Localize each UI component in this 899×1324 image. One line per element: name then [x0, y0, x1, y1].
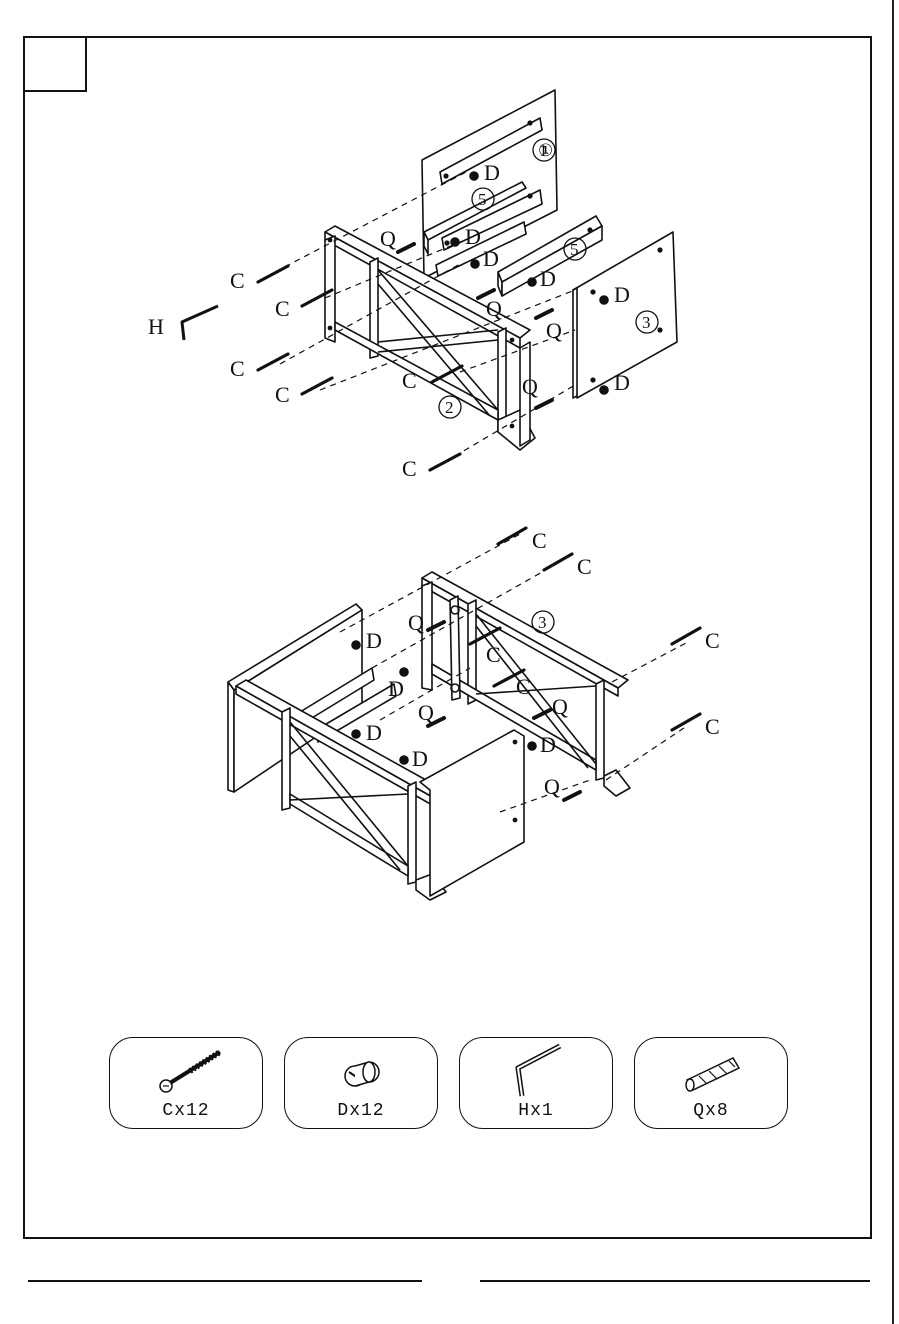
svg-text:C: C	[230, 268, 245, 293]
svg-text:D: D	[540, 266, 556, 291]
svg-text:C: C	[230, 356, 245, 381]
svg-text:C: C	[486, 642, 501, 667]
svg-text:Q: Q	[552, 694, 568, 719]
svg-text:D: D	[484, 160, 500, 185]
svg-text:D: D	[412, 746, 428, 771]
svg-text:Q: Q	[486, 296, 502, 321]
top-view: D Q D D D D D C C C C C C Q Q Q H ① 1 5 …	[148, 90, 677, 481]
svg-text:Q: Q	[522, 374, 538, 399]
hardware-q-caption: Qx8	[635, 1101, 787, 1121]
svg-text:Q: Q	[418, 700, 434, 725]
hardware-d-caption: Dx12	[285, 1101, 437, 1121]
svg-text:C: C	[577, 554, 592, 579]
svg-text:D: D	[614, 370, 630, 395]
hardware-h: Hx1	[459, 1037, 613, 1129]
hardware-c: Cx12	[109, 1037, 263, 1129]
svg-text:D: D	[483, 246, 499, 271]
svg-text:D: D	[465, 224, 481, 249]
hardware-h-caption: Hx1	[460, 1101, 612, 1121]
svg-text:5: 5	[478, 190, 487, 209]
svg-text:C: C	[705, 714, 720, 739]
svg-text:D: D	[388, 676, 404, 701]
bottom-shelf-panel	[420, 730, 524, 896]
svg-text:C: C	[275, 296, 290, 321]
assembly-diagram: D Q D D D D D C C C C C C Q Q Q H ① 1 5 …	[0, 0, 899, 1030]
svg-text:Q: Q	[546, 318, 562, 343]
svg-text:3: 3	[642, 313, 651, 332]
svg-text:H: H	[148, 314, 164, 339]
footer-rule-right	[480, 1280, 870, 1282]
svg-text:C: C	[275, 382, 290, 407]
svg-text:2: 2	[445, 398, 454, 417]
svg-text:Q: Q	[380, 226, 396, 251]
svg-text:C: C	[516, 674, 531, 699]
svg-text:C: C	[402, 456, 417, 481]
svg-text:D: D	[540, 732, 556, 757]
svg-text:C: C	[705, 628, 720, 653]
svg-text:5: 5	[570, 240, 579, 259]
svg-text:1: 1	[539, 141, 548, 160]
svg-text:D: D	[366, 628, 382, 653]
hardware-q: Qx8	[634, 1037, 788, 1129]
hardware-d: Dx12	[284, 1037, 438, 1129]
bottom-view: C C C C C C D D D D D Q Q Q Q 3	[228, 528, 720, 900]
svg-text:Q: Q	[544, 774, 560, 799]
svg-text:Q: Q	[408, 610, 424, 635]
svg-text:C: C	[532, 528, 547, 553]
footer-rule-left	[28, 1280, 422, 1282]
allen-key-h	[182, 306, 218, 340]
hardware-c-caption: Cx12	[110, 1101, 262, 1121]
svg-text:C: C	[402, 368, 417, 393]
svg-text:D: D	[614, 282, 630, 307]
svg-text:D: D	[366, 720, 382, 745]
svg-text:3: 3	[538, 613, 547, 632]
